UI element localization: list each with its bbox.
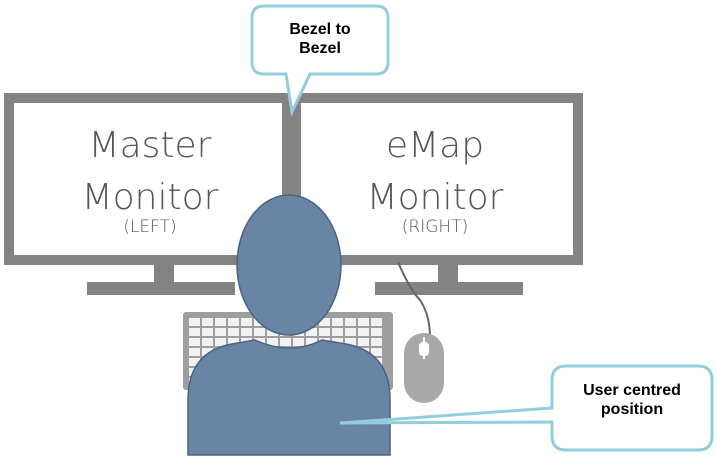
user-callout-line1: User centred — [583, 382, 681, 399]
keyboard-key — [345, 338, 356, 346]
bezel-callout-line2: Bezel — [299, 40, 341, 57]
right-monitor-side: (RIGHT) — [401, 217, 469, 237]
keyboard-key — [215, 328, 226, 336]
keyboard-key — [189, 318, 200, 326]
keyboard-key — [358, 328, 369, 336]
keyboard-key — [202, 318, 213, 326]
keyboard-key — [371, 318, 382, 326]
keyboard-key — [215, 318, 226, 326]
mouse-wheel — [419, 342, 429, 356]
keyboard-key — [202, 328, 213, 336]
user-callout — [339, 364, 714, 452]
right-monitor-base — [375, 282, 523, 295]
keyboard-key — [202, 338, 213, 346]
right-monitor-title: eMap — [385, 125, 485, 166]
keyboard-key — [358, 318, 369, 326]
right-monitor — [292, 93, 583, 295]
left-monitor-screen — [14, 103, 282, 255]
user-head — [236, 194, 342, 336]
keyboard-key — [319, 328, 330, 336]
bezel-callout-bubble — [250, 4, 390, 118]
keyboard-key — [345, 318, 356, 326]
keyboard-key — [306, 338, 317, 346]
keyboard-key — [371, 338, 382, 346]
keyboard-key — [371, 348, 382, 356]
keyboard-key — [228, 338, 239, 346]
keyboard-key — [202, 348, 213, 356]
keyboard-key — [345, 328, 356, 336]
keyboard-key — [189, 338, 200, 346]
user-body — [187, 339, 391, 456]
right-monitor-screen — [301, 103, 573, 255]
mouse-body — [404, 333, 444, 403]
bezel-callout-line1: Bezel to — [289, 21, 351, 38]
keyboard-key — [371, 328, 382, 336]
keyboard-key — [189, 358, 200, 366]
keyboard-key — [332, 328, 343, 336]
keyboard-key — [241, 328, 252, 336]
left-monitor-subtitle: Monitor — [81, 177, 219, 218]
keyboard-key — [267, 338, 278, 346]
bezel-divider — [289, 93, 295, 265]
bezel-callout — [250, 4, 390, 118]
user-callout-bubble — [339, 364, 714, 452]
left-monitor-base — [87, 282, 235, 295]
keyboard-key — [280, 338, 291, 346]
keyboard-key — [228, 328, 239, 336]
keyboard-key — [293, 338, 304, 346]
keyboard-key — [306, 328, 317, 336]
keyboard-key — [254, 328, 265, 336]
left-monitor — [4, 93, 292, 295]
left-monitor-neck — [154, 265, 174, 282]
right-monitor-subtitle: Monitor — [366, 177, 504, 218]
keyboard-key — [332, 318, 343, 326]
keyboard-key — [319, 318, 330, 326]
left-monitor-side: (LEFT) — [123, 217, 177, 237]
mouse-cable — [397, 261, 431, 339]
keyboard-key — [228, 318, 239, 326]
user-silhouette — [187, 194, 391, 456]
keyboard-key — [215, 338, 226, 346]
right-monitor-neck — [438, 265, 458, 282]
keyboard-key — [189, 328, 200, 336]
keyboard-key — [241, 318, 252, 326]
mouse — [404, 333, 444, 403]
user-callout-line2: position — [600, 401, 664, 418]
left-monitor-title: Master — [88, 125, 212, 166]
keyboard-key — [189, 348, 200, 356]
keyboard-key — [358, 338, 369, 346]
